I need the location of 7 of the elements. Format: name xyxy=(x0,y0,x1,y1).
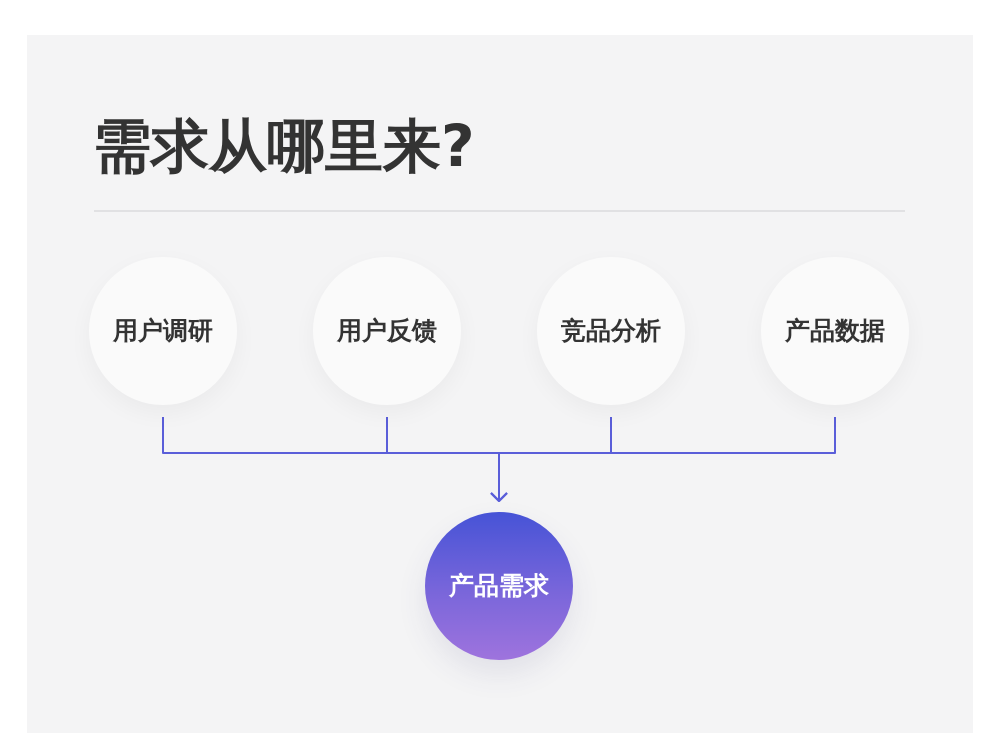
title: 需求从哪里来? xyxy=(93,111,475,182)
node-label: 用户反馈 xyxy=(337,315,437,347)
node-label: 竞品分析 xyxy=(561,315,661,347)
node-label: 用户调研 xyxy=(113,315,213,347)
node-label: 产品数据 xyxy=(785,315,885,347)
connector-arrow xyxy=(490,417,836,502)
node-label: 产品需求 xyxy=(449,570,549,602)
